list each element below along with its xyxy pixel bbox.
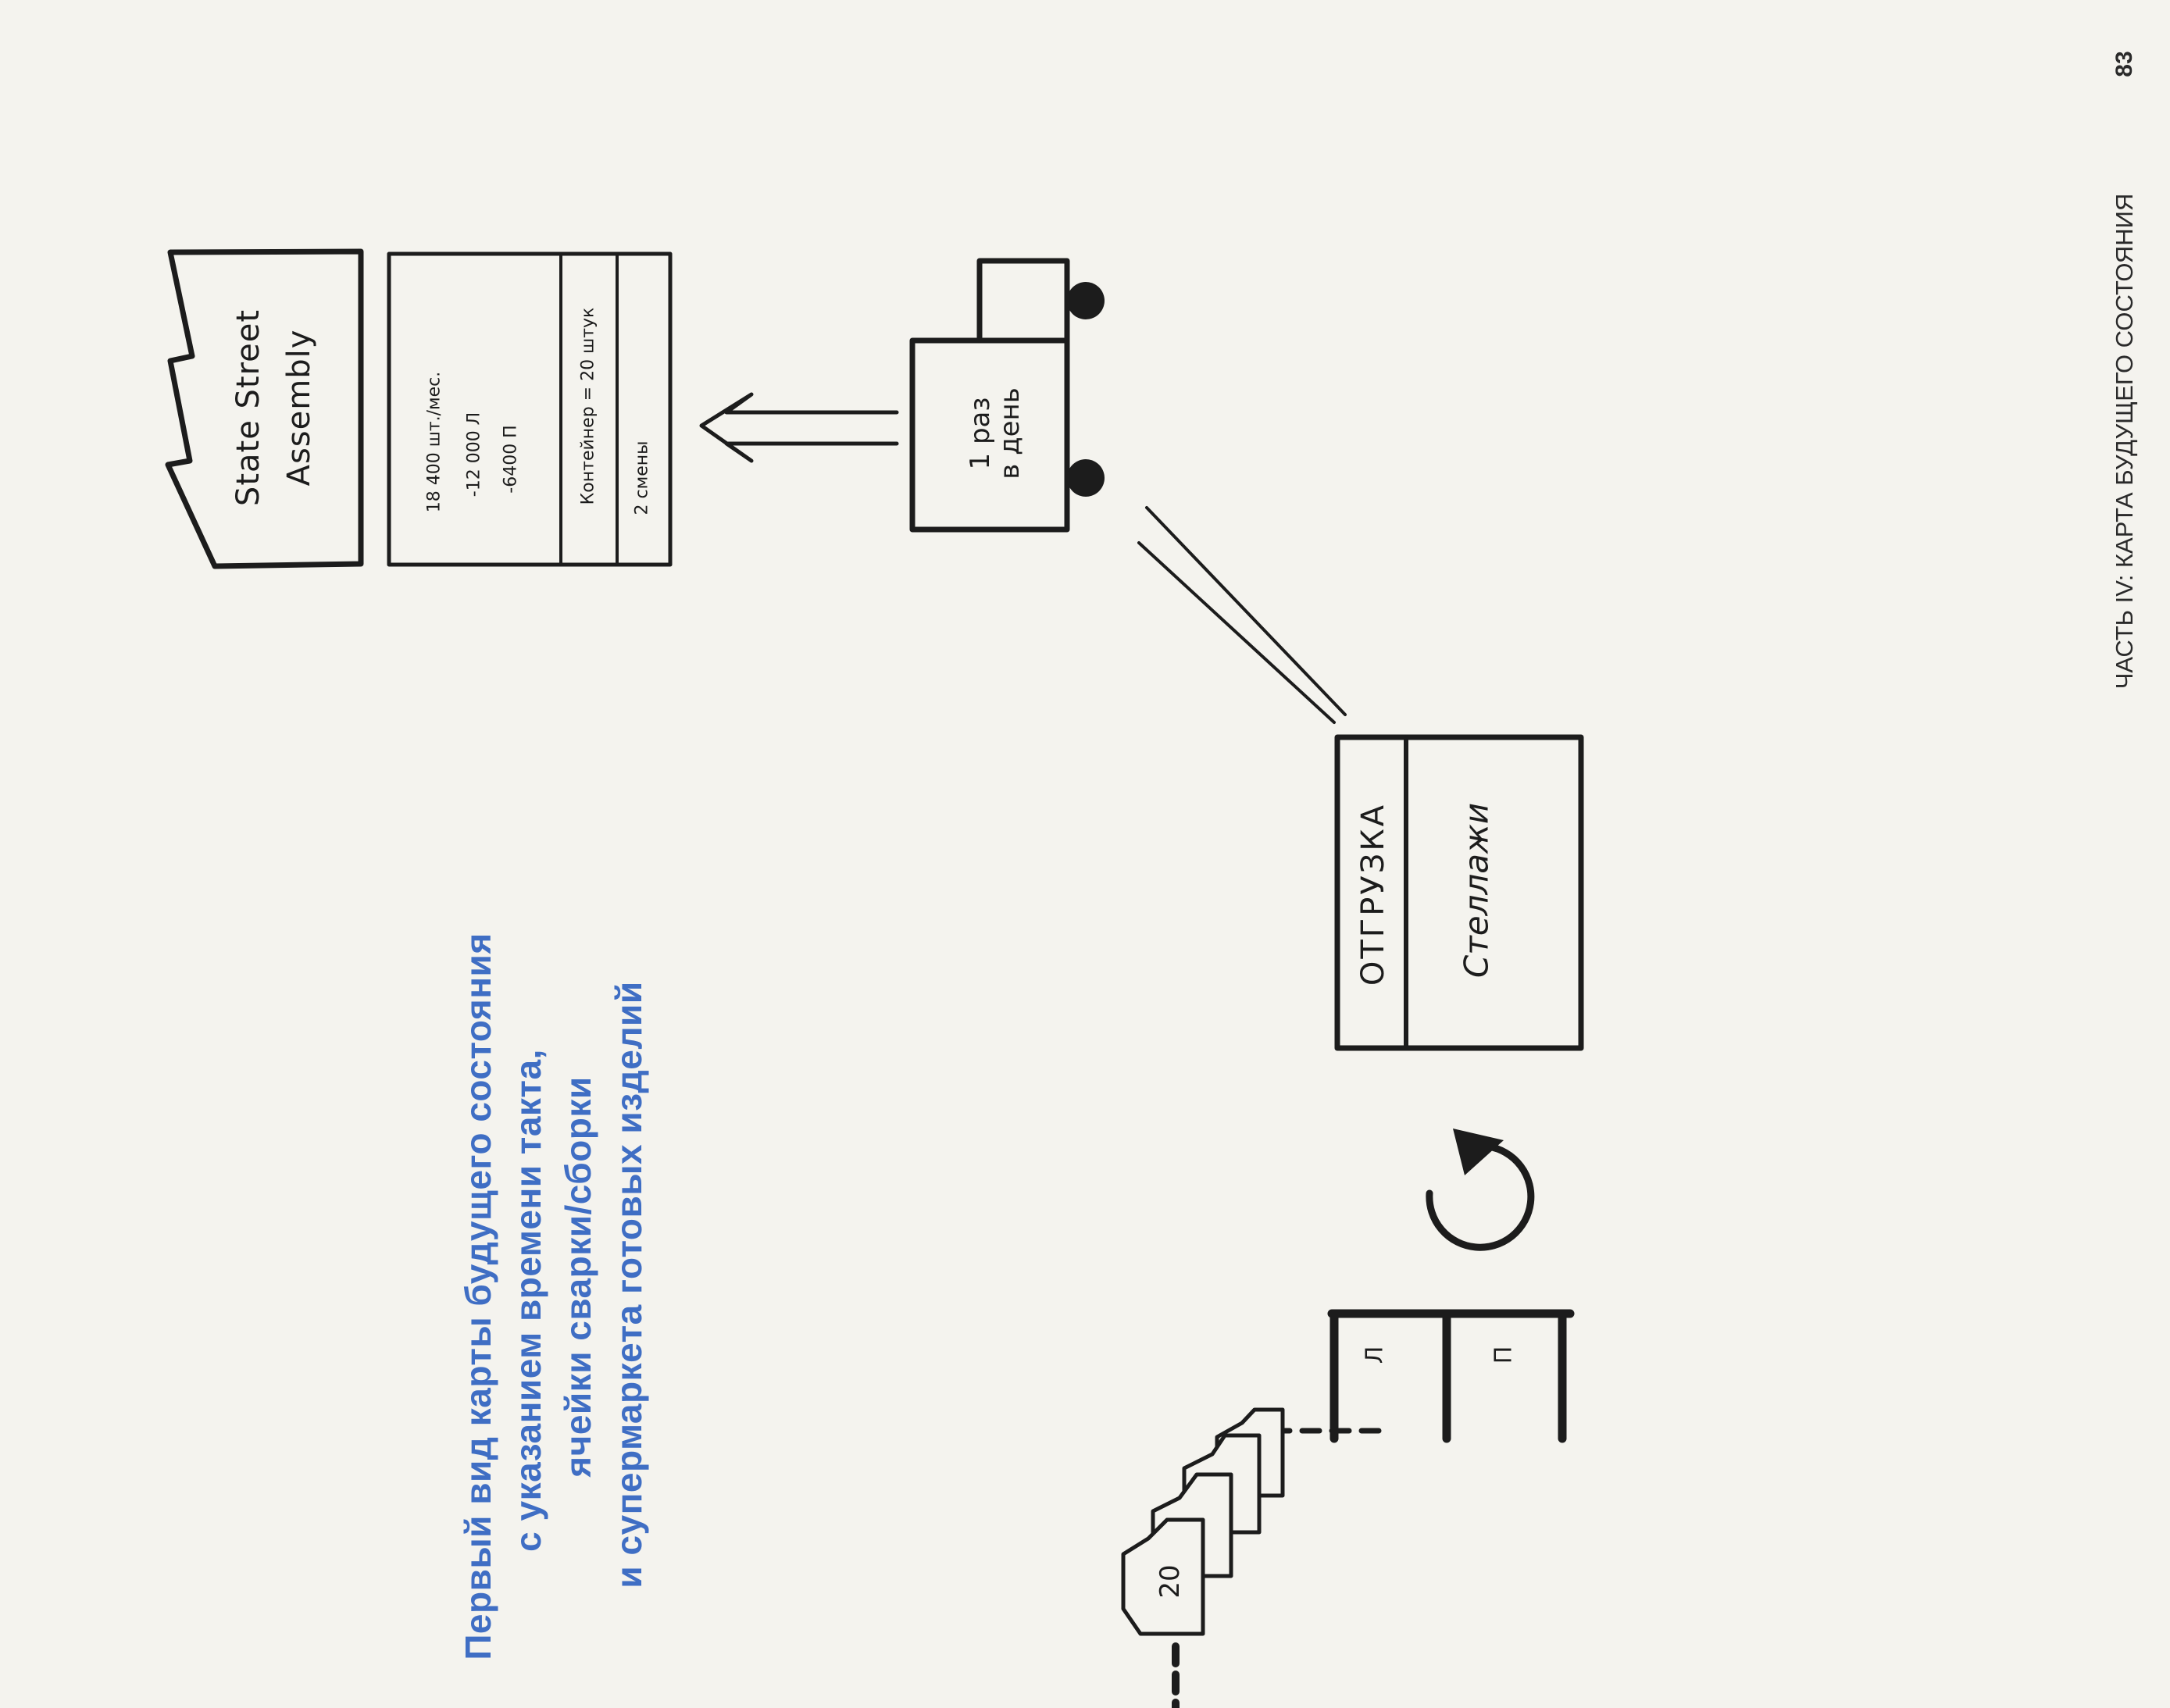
customer-name-line2: Assembly [281,329,317,487]
caption-line-2: с указанием времени такта, [508,1049,548,1552]
truck-frequency-line1: 1 раз [965,397,996,470]
shipping-box [1334,734,1584,1051]
withdrawal-loop-icon [1426,1143,1535,1251]
push-arrow-icon [699,392,899,463]
customer-demand-right: -6400 П [501,425,521,494]
truck-cab [976,258,1070,344]
electronic-info-flow-icon [1137,506,1347,724]
supermarket-icon [1327,1309,1575,1443]
customer-demand-left: -12 000 Л [464,412,484,497]
supermarket-left-label: Л [1361,1346,1389,1364]
running-title: ЧАСТЬ IV: КАРТА БУДУЩЕГО СОСТОЯНИЯ [2111,193,2138,690]
truck-frequency-line2: в день [994,387,1026,480]
kanban-quantity: 20 [1155,1564,1186,1599]
supermarket-right-label: П [1490,1346,1518,1364]
container-size: Контейнер = 20 штук [578,307,598,505]
customer-data-box [387,251,673,567]
shifts: 2 смены [632,440,652,515]
customer-name-line1: State Street [230,308,266,507]
shipping-title: ОТГРУЗКА [1355,802,1391,986]
page-number: 83 [2111,51,2137,77]
truck-wheel-front [1067,282,1105,319]
kanban-card-stack-icon [1121,1407,1285,1636]
shipping-subtitle: Стеллажи [1457,802,1496,979]
caption-line-1: Первый вид карты будущего состояния [458,932,498,1660]
withdrawal-loop-arrowhead [1453,1129,1504,1175]
customer-demand: 18 400 шт./мес. [424,371,444,513]
factory-icon [165,248,364,569]
truck-wheel-rear [1067,459,1105,497]
caption-line-4: и супермаркета готовых изделий [609,981,649,1589]
caption-line-3: ячейки сварки/сборки [558,1076,598,1478]
